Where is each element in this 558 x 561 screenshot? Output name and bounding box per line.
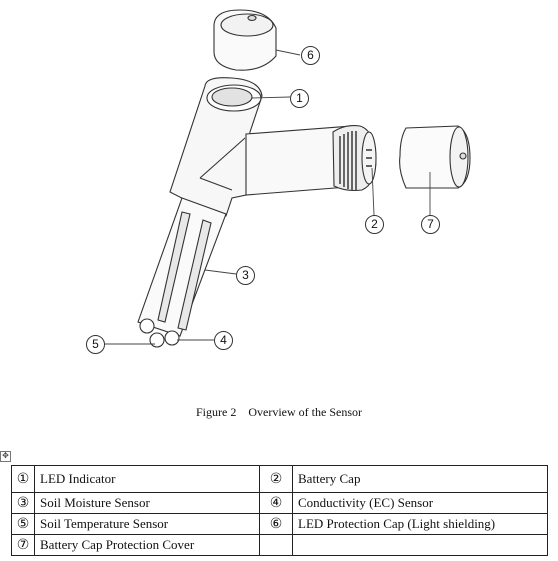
figure-title: Overview of the Sensor — [248, 405, 362, 419]
callout-1: 1 — [290, 89, 309, 108]
legend-number: ④ — [259, 492, 293, 514]
figure-caption: Figure 2 Overview of the Sensor — [0, 405, 558, 420]
legend-number — [259, 534, 293, 556]
legend-text: LED Indicator — [34, 465, 260, 493]
table-row: ① LED Indicator ② Battery Cap — [11, 465, 548, 493]
legend-text: Battery Cap — [292, 465, 548, 493]
callout-6: 6 — [301, 46, 320, 65]
legend-number: ⑥ — [259, 513, 293, 535]
legend-text: Soil Temperature Sensor — [34, 513, 260, 535]
legend-table: ① LED Indicator ② Battery Cap ③ Soil Moi… — [11, 465, 548, 556]
battery-tube-drawing — [245, 125, 377, 196]
table-row: ③ Soil Moisture Sensor ④ Conductivity (E… — [11, 492, 548, 514]
callout-4: 4 — [214, 331, 233, 350]
soil-probe-drawing — [137, 197, 227, 348]
legend-number: ③ — [11, 492, 35, 514]
callout-2: 2 — [365, 215, 384, 234]
figure-number: Figure 2 — [196, 405, 237, 419]
legend-number: ⑦ — [11, 534, 35, 556]
sensor-illustration — [104, 9, 471, 348]
legend-text: Conductivity (EC) Sensor — [292, 492, 548, 514]
move-anchor-icon[interactable]: ✥ — [0, 451, 11, 462]
legend-number: ① — [11, 465, 35, 493]
legend-text — [292, 534, 548, 556]
legend-text: LED Protection Cap (Light shielding) — [292, 513, 548, 535]
legend-text: Soil Moisture Sensor — [34, 492, 260, 514]
table-row: ⑦ Battery Cap Protection Cover — [11, 534, 548, 556]
callout-3: 3 — [236, 266, 255, 285]
legend-text: Battery Cap Protection Cover — [34, 534, 260, 556]
legend-number: ② — [259, 465, 293, 493]
callout-5: 5 — [86, 335, 105, 354]
sensor-figure: 6 1 2 7 3 4 5 — [86, 9, 471, 354]
battery-cap-cover-drawing — [399, 125, 471, 189]
sensor-head-drawing — [169, 77, 263, 217]
legend-number: ⑤ — [11, 513, 35, 535]
callout-7: 7 — [421, 215, 440, 234]
table-row: ⑤ Soil Temperature Sensor ⑥ LED Protecti… — [11, 513, 548, 535]
led-protection-cap-drawing — [213, 9, 277, 71]
